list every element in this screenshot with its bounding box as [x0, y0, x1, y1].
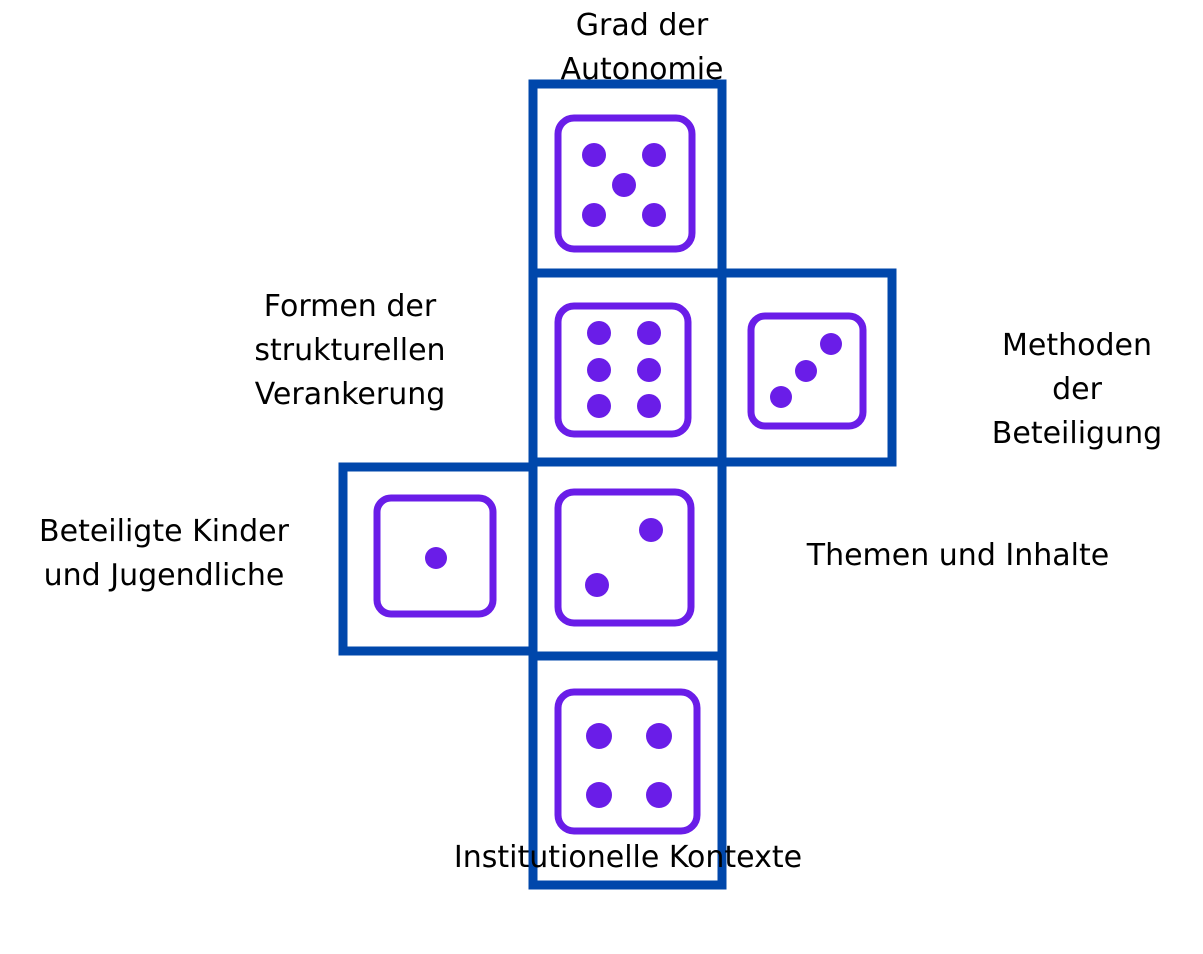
label-line: und Jugendliche	[43, 558, 285, 593]
label-methoden-der-beteiligung: Methoden der Beteiligung	[962, 324, 1192, 456]
label-line: Methoden	[1002, 328, 1152, 363]
net-square-bottom	[528, 651, 727, 890]
die-face-three-icon	[747, 312, 867, 430]
label-line: Verankerung	[254, 377, 446, 412]
label-grad-der-autonomie: Grad der Autonomie	[542, 4, 742, 92]
label-line: Autonomie	[560, 52, 724, 87]
die-face-four-icon	[554, 688, 701, 835]
die-face-two-icon	[554, 488, 695, 627]
label-line: Beteiligung	[991, 416, 1163, 451]
label-line: Beteiligte Kinder	[39, 514, 289, 549]
label-themen-und-inhalte: Themen und Inhalte	[758, 534, 1158, 578]
die-face-six-icon	[554, 302, 692, 438]
label-line: strukturellen	[254, 333, 446, 368]
label-line: Grad der	[575, 8, 709, 43]
label-line: der	[1052, 372, 1102, 407]
label-line: Formen der	[263, 289, 437, 324]
net-square-right	[717, 268, 897, 467]
die-face-one-icon	[373, 494, 497, 618]
die-face-five-icon	[554, 114, 696, 253]
label-line: Institutionelle Kontexte	[453, 840, 803, 875]
label-line: Themen und Inhalte	[806, 538, 1110, 573]
label-beteiligte-kinder-und-jugendliche: Beteiligte Kinder und Jugendliche	[8, 510, 320, 598]
label-formen-der-strukturellen-verankerung: Formen der strukturellen Verankerung	[219, 285, 481, 417]
label-institutionelle-kontexte: Institutionelle Kontexte	[408, 836, 848, 880]
